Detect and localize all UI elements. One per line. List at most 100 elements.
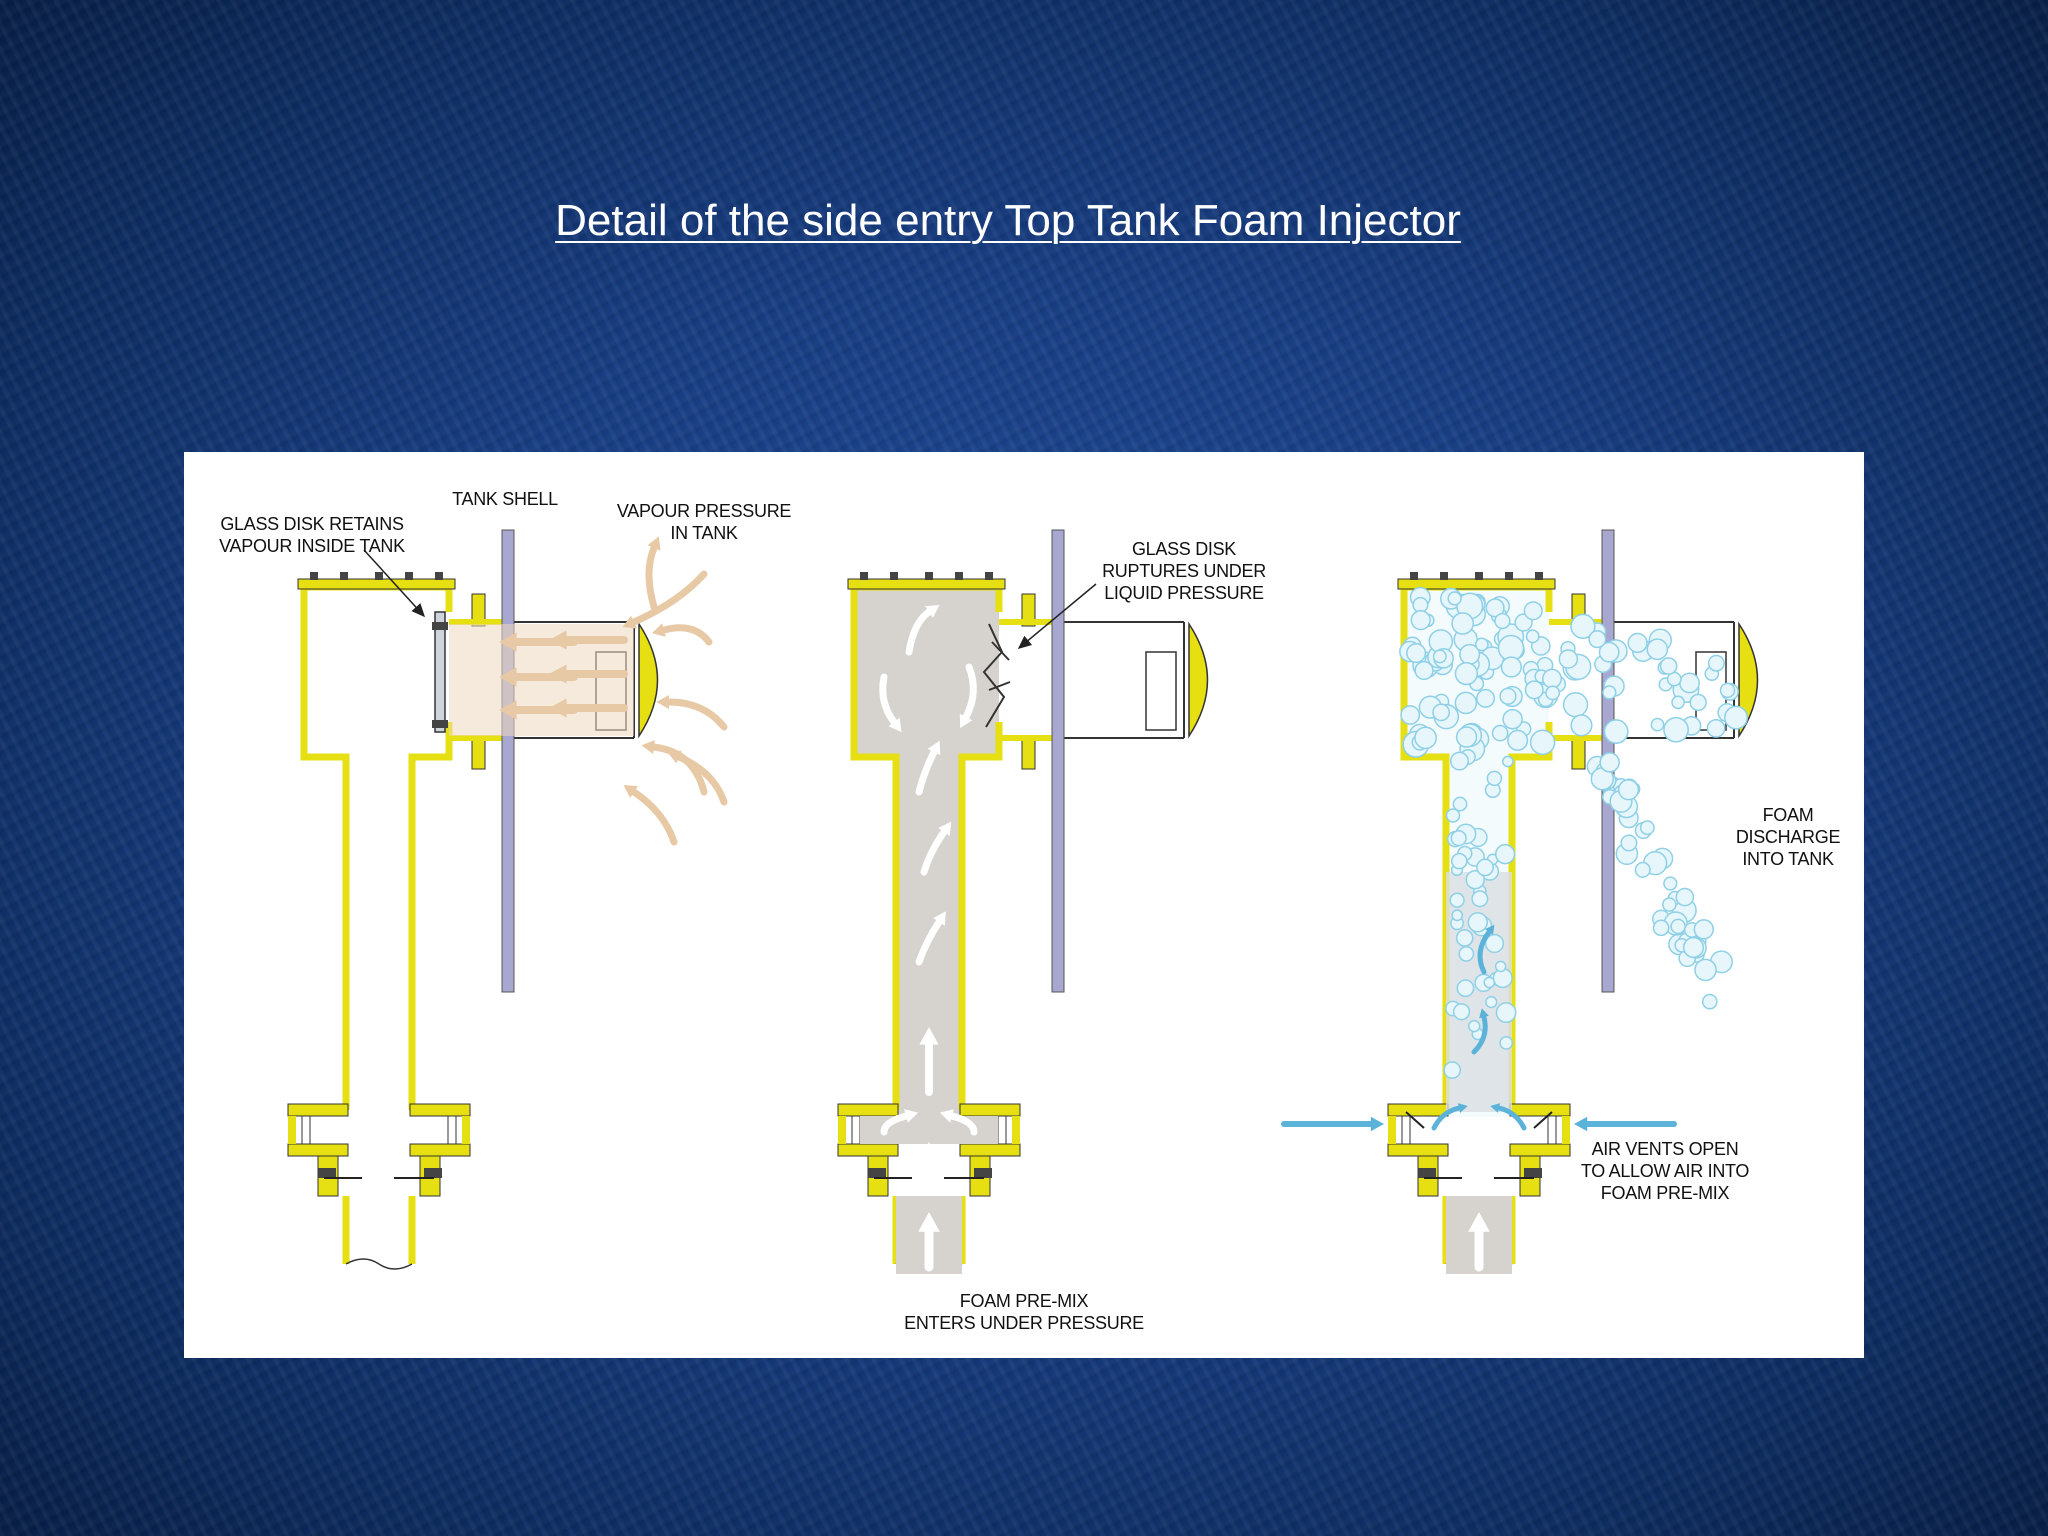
vent-side-right (462, 1116, 470, 1144)
slide-title: Detail of the side entry Top Tank Foam I… (555, 196, 1461, 245)
foam-bubble (1502, 755, 1514, 768)
vapour-curve-arrow-head (623, 785, 638, 798)
injector-wall-left (850, 587, 900, 1110)
premix-curve-arrow (915, 748, 938, 796)
air-in-arrow-right-head (1574, 1116, 1588, 1132)
foam-bubble (1494, 960, 1507, 973)
foam-bubble (1500, 656, 1522, 678)
premix-curve-arrow (948, 1112, 978, 1136)
vapour-curve-arrow-head (641, 740, 655, 754)
label-air-vents: AIR VENTS OPEN TO ALLOW AIR INTO FOAM PR… (1580, 1139, 1750, 1203)
premix-curve-arrow-head (888, 717, 902, 733)
foam-bubble (1701, 993, 1718, 1010)
cap-bolt (1475, 572, 1483, 580)
air-vent-curve-arrow (1431, 1105, 1462, 1131)
vapour-curve-arrow (675, 753, 728, 806)
vapour-arrow-head (499, 667, 517, 687)
foam-bubble (1627, 632, 1648, 654)
premix-curve-arrow-head (927, 740, 941, 756)
foam-bubble (1598, 641, 1620, 663)
vent-flap-right (1533, 1111, 1553, 1129)
cap-bolt (340, 572, 348, 580)
foam-bubble (1451, 852, 1468, 870)
foam-bubble (1599, 752, 1620, 773)
air-vent-curve-arrow-head (1457, 1103, 1468, 1113)
deflector (638, 621, 659, 739)
injector-wall-right (408, 722, 453, 1110)
label-tank-shell: TANK SHELL (452, 489, 558, 509)
foam-bubble (1502, 708, 1523, 730)
cap-bolt (310, 572, 318, 580)
foam-bubble (1634, 861, 1651, 878)
panel-glass-disk-intact (287, 529, 728, 1270)
inlet-pipe (342, 1196, 416, 1264)
vent-port-left (1401, 1115, 1411, 1145)
foam-bubble (1432, 649, 1447, 664)
vent-flange-left-bottom (1387, 1143, 1449, 1157)
vent-flange-left-top (837, 1103, 899, 1117)
vent-port-right (447, 1115, 457, 1145)
foam-bubble (1499, 687, 1517, 705)
foam-bubble (1646, 638, 1669, 661)
foam-bubble (1706, 718, 1726, 738)
foam-bubble (1670, 918, 1686, 935)
cap-bolt (375, 572, 383, 580)
foam-bubble (1603, 719, 1629, 745)
foam-bubble (1491, 724, 1509, 742)
pipe-break (345, 1258, 413, 1270)
pointer-glass-disk (363, 549, 426, 618)
glass-disk (434, 611, 446, 733)
tank-shell (501, 529, 515, 993)
premix-curve-arrow (879, 673, 898, 726)
foam-bubble (1661, 897, 1677, 912)
vent-port-left (851, 1115, 861, 1145)
foam-bubble (1495, 1002, 1517, 1023)
broken-glass-disk (982, 623, 1006, 728)
foam-bubble (1485, 995, 1498, 1009)
foam-bubble (1467, 1019, 1481, 1033)
premix-arrow-up-head (919, 1027, 939, 1045)
premix-curve-arrow (880, 1112, 910, 1136)
foam-bubble (1499, 1036, 1514, 1050)
foam-bubble (1617, 779, 1640, 801)
pointer-glass-ruptures (1017, 583, 1097, 649)
nozzle-flange-bottom (1021, 736, 1036, 770)
label-foam-premix: FOAM PRE-MIX ENTERS UNDER PRESSURE (904, 1291, 1144, 1333)
foam-bubble (1494, 612, 1511, 630)
vapour-curve-arrow (660, 624, 713, 646)
deflector-plate (1145, 651, 1177, 731)
foam-bubble (1476, 688, 1496, 708)
foam-bubble (1675, 887, 1695, 907)
foam-bubble (1447, 591, 1462, 606)
foam-bubble (1602, 685, 1617, 700)
foam-bubble (1507, 729, 1529, 751)
tank-shell (1051, 529, 1065, 993)
foam-bubble (1694, 958, 1717, 982)
premix-curve-arrow (920, 828, 948, 876)
foam-bubble (1414, 660, 1434, 681)
vent-port-left (301, 1115, 311, 1145)
vent-side-right (1012, 1116, 1020, 1144)
foam-bubble (1456, 979, 1475, 998)
foam-bubble (1542, 668, 1562, 689)
foam-bubble (1451, 909, 1464, 922)
foam-bubble (1663, 876, 1678, 891)
coupling-bolt (974, 1168, 992, 1178)
foam-bubble (1494, 843, 1516, 865)
panel-foam-discharge (1281, 529, 1759, 1274)
label-vapour-pressure: VAPOUR PRESSURE IN TANK (616, 501, 792, 543)
disk-bolt (432, 622, 448, 630)
foam-bubble (1588, 630, 1607, 649)
vapour-arrow-head (549, 630, 567, 650)
foam-injector-figure: GLASS DISK RETAINS VAPOUR INSIDE TANK TA… (184, 452, 1864, 1358)
foam-bubble (1476, 858, 1494, 877)
vent-flange-left-top (287, 1103, 349, 1117)
cap-bolt (1410, 572, 1418, 580)
vent-side-left (1388, 1116, 1396, 1144)
vapour-curve-arrow-head (622, 615, 637, 629)
foam-bubble (1679, 672, 1700, 694)
glass-shards (988, 641, 1011, 691)
vapour-arrow-head (499, 632, 517, 652)
premix-curve-arrow-head (933, 911, 946, 926)
nozzle-flange-bottom (471, 736, 486, 770)
